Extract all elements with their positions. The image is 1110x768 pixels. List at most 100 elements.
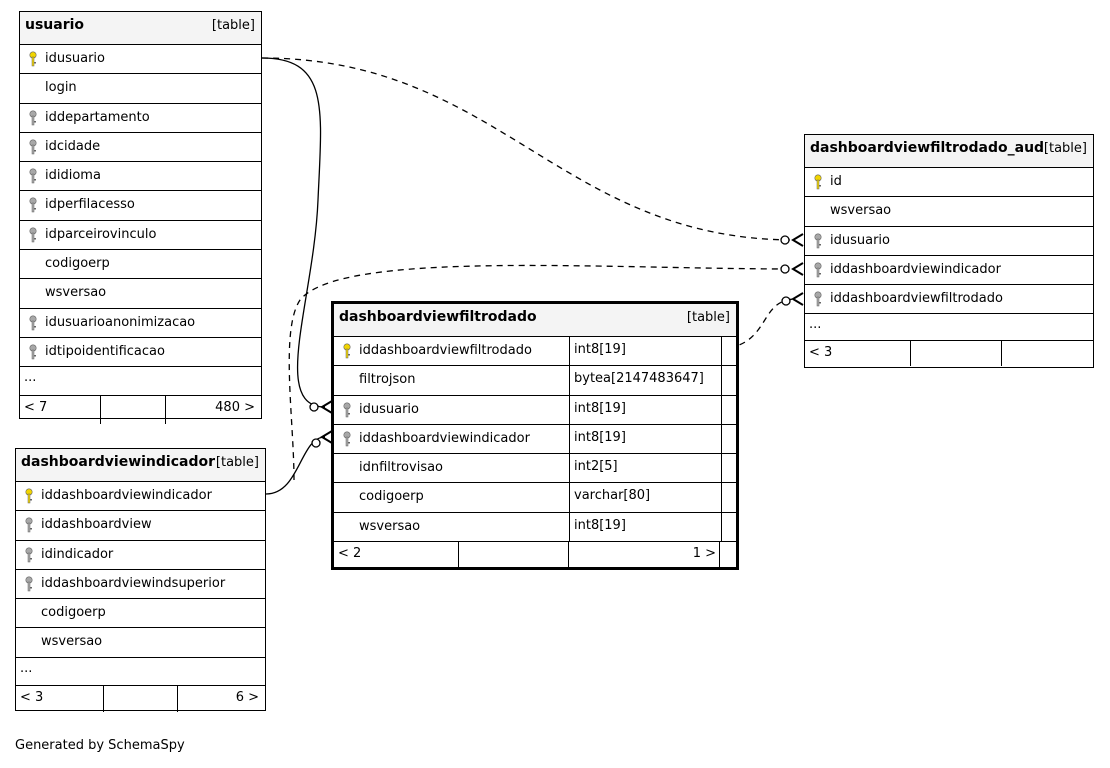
foreign-key-icon <box>813 262 823 278</box>
foreign-key-icon <box>28 344 38 360</box>
table-header[interactable]: dashboardviewindicador [table] <box>16 449 265 482</box>
column-name: wsversao <box>830 203 892 219</box>
column-name: codigoerp <box>45 256 110 272</box>
column-name: idusuario <box>45 51 105 66</box>
column-type: bytea[2147483647] <box>569 366 721 395</box>
child-count[interactable]: 6 > <box>235 689 259 705</box>
column-row[interactable]: idtipoidentificacao <box>20 338 261 368</box>
column-type: int8[19] <box>569 395 721 424</box>
column-row[interactable]: iddashboardviewindicador <box>805 256 1093 286</box>
link-usuario-aud <box>261 57 796 241</box>
column-row[interactable]: id <box>805 168 1093 198</box>
foreign-key-icon <box>342 402 352 418</box>
more-columns: ... <box>805 314 1093 342</box>
parent-count[interactable]: < 3 <box>809 345 833 361</box>
column-row[interactable]: iddashboardviewfiltrodado <box>805 285 1093 315</box>
column-row[interactable]: codigoerp <box>16 599 265 629</box>
foreign-key-icon <box>28 227 38 243</box>
table-header[interactable]: dashboardviewfiltrodado_aud [table] <box>805 135 1093 168</box>
primary-key-icon <box>342 343 352 359</box>
column-row[interactable]: wsversao <box>16 628 265 658</box>
foreign-key-icon <box>28 168 38 184</box>
column-row[interactable]: iddashboardview <box>16 511 265 541</box>
table-type: [table] <box>1043 141 1087 156</box>
zero-marker <box>309 402 319 412</box>
table-dashboardviewfiltrodado_aud[interactable]: dashboardviewfiltrodado_aud [table] id ws… <box>804 134 1094 368</box>
table-header[interactable]: usuario [table] <box>20 12 261 45</box>
row-edge <box>721 454 722 483</box>
column-name: login <box>45 80 77 96</box>
table-dashboardviewfiltrodado[interactable]: dashboardviewfiltrodado [table] iddashbo… <box>331 301 739 571</box>
column-name: filtrojson <box>359 372 416 388</box>
column-row[interactable]: iddashboardviewindsuperior <box>16 570 265 600</box>
row-edge <box>721 512 722 542</box>
column-row[interactable]: idindicador <box>16 541 265 570</box>
generated-by-credit[interactable]: Generated by SchemaSpy <box>15 738 185 753</box>
table-footer: < 3 6 > <box>16 685 265 712</box>
table-footer: < 3 <box>805 341 1093 367</box>
column-row[interactable]: iddepartamento <box>20 104 261 133</box>
row-edge <box>721 395 722 424</box>
column-row[interactable]: idusuarioanonimizacao <box>20 309 261 338</box>
column-name: wsversao <box>359 518 421 534</box>
column-row[interactable]: wsversao int8[19] <box>334 512 736 543</box>
column-row[interactable]: wsversao <box>805 197 1093 227</box>
column-row[interactable]: idparceirovinculo <box>20 221 261 251</box>
table-dashboardviewindicador[interactable]: dashboardviewindicador [table] iddashboa… <box>15 448 266 712</box>
foreign-key-icon <box>813 291 823 307</box>
zero-marker <box>781 296 791 306</box>
column-name: iddashboardviewindicador <box>41 488 212 503</box>
column-name: iddashboardviewfiltrodado <box>830 291 1003 307</box>
column-row[interactable]: wsversao <box>20 279 261 309</box>
foreign-key-icon <box>342 431 352 447</box>
parent-count[interactable]: < 7 <box>24 400 48 416</box>
parent-count[interactable]: < 2 <box>338 546 362 562</box>
table-footer: < 2 1 > <box>334 542 736 571</box>
column-name: iddashboardview <box>41 517 152 533</box>
foreign-key-icon <box>24 576 34 592</box>
column-row[interactable]: filtrojson bytea[2147483647] <box>334 366 736 396</box>
table-header[interactable]: dashboardviewfiltrodado [table] <box>334 304 736 337</box>
column-row[interactable]: idusuario <box>805 227 1093 256</box>
footer-cell <box>458 542 569 571</box>
row-edge <box>721 424 722 454</box>
footer-cell <box>910 341 1002 367</box>
footer-cell <box>103 685 178 712</box>
column-row[interactable]: idusuario <box>20 45 261 75</box>
zero-marker <box>780 235 790 245</box>
column-type: varchar[80] <box>569 483 721 512</box>
column-name: wsversao <box>41 634 103 650</box>
column-row[interactable]: idcidade <box>20 133 261 163</box>
table-usuario[interactable]: usuario [table] idusuario login iddepartam… <box>19 11 262 425</box>
column-row[interactable]: iddashboardviewindicador <box>16 482 265 512</box>
column-name: wsversao <box>45 285 107 301</box>
parent-count[interactable]: < 3 <box>20 689 44 705</box>
column-name: idparceirovinculo <box>45 226 157 242</box>
column-name: codigoerp <box>41 605 106 621</box>
column-row[interactable]: codigoerp varchar[80] <box>334 483 736 513</box>
column-row[interactable]: codigoerp <box>20 250 261 280</box>
table-type: [table] <box>215 455 259 470</box>
table-name: usuario <box>25 17 85 33</box>
zero-marker <box>311 438 321 448</box>
column-type: int8[19] <box>569 512 721 542</box>
child-count[interactable]: 480 > <box>215 400 255 416</box>
crowfoot-marker <box>320 400 333 414</box>
column-row[interactable]: ididioma <box>20 162 261 192</box>
child-count[interactable]: 1 > <box>692 546 716 562</box>
foreign-key-icon <box>28 315 38 331</box>
table-type: [table] <box>686 310 730 325</box>
crowfoot-marker <box>791 233 804 247</box>
table-footer: < 7 480 > <box>20 396 261 425</box>
column-row[interactable]: login <box>20 74 261 104</box>
more-columns: ... <box>16 658 265 686</box>
column-row[interactable]: idperfilacesso <box>20 191 261 221</box>
column-name: codigoerp <box>359 489 424 505</box>
column-name: iddashboardviewfiltrodado <box>359 343 532 358</box>
column-name: ididioma <box>45 168 101 184</box>
